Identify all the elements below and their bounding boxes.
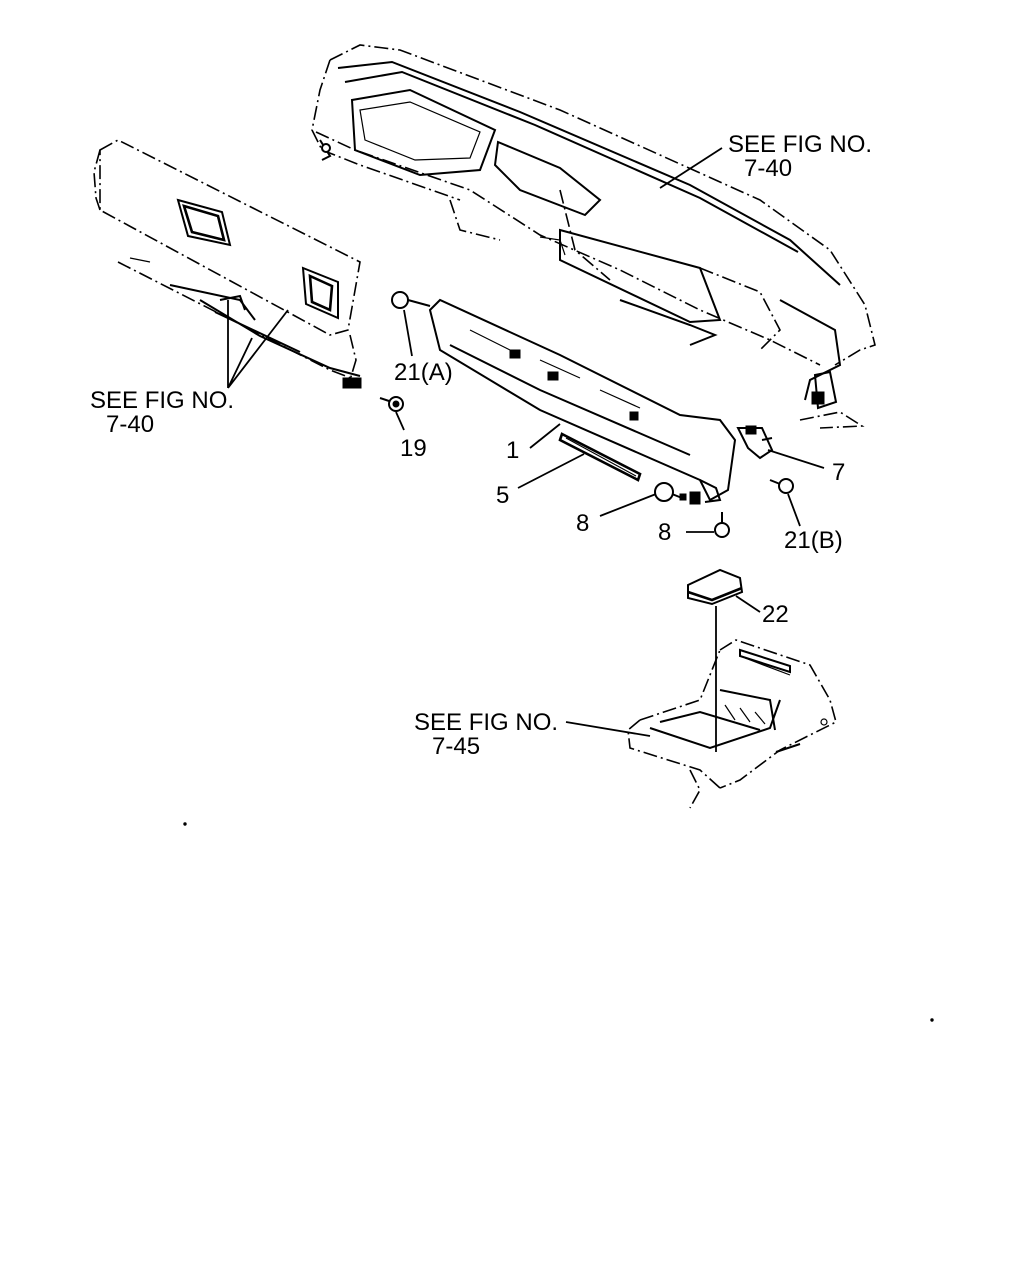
see-fig-bottom-line1: SEE FIG NO. xyxy=(414,709,558,736)
label-8b: 8 xyxy=(658,519,671,546)
speck xyxy=(183,822,187,826)
leader-8a xyxy=(599,493,657,517)
hinge-7 xyxy=(736,425,774,460)
dashboard-panel xyxy=(311,44,876,429)
strip-5 xyxy=(558,432,642,482)
label-1: 1 xyxy=(506,437,519,464)
screw-21b xyxy=(769,478,794,494)
speck xyxy=(930,1018,934,1022)
stopper-8b xyxy=(714,512,730,538)
see-fig-top-line1: SEE FIG NO. xyxy=(728,131,872,158)
label-8a: 8 xyxy=(576,510,589,537)
leader-1 xyxy=(529,423,561,449)
leader-7 xyxy=(767,449,825,469)
leader-see-fig-bottom xyxy=(565,721,651,737)
label-21b: 21(B) xyxy=(784,527,843,554)
screw-21a xyxy=(391,291,431,309)
leader-21a xyxy=(403,309,413,357)
label-21a: 21(A) xyxy=(394,359,453,386)
leader-19 xyxy=(395,411,405,431)
center-console xyxy=(627,639,837,809)
leader-21b xyxy=(787,493,801,527)
label-5: 5 xyxy=(496,482,509,509)
leader-22 xyxy=(735,595,761,613)
see-fig-left-line1: SEE FIG NO. xyxy=(90,387,234,414)
stopper-8a xyxy=(654,482,687,502)
screw-19 xyxy=(379,396,404,412)
label-7: 7 xyxy=(832,459,845,486)
see-fig-top-line2: 7-40 xyxy=(744,155,792,182)
label-22: 22 xyxy=(762,601,789,628)
pocket-22 xyxy=(687,568,744,606)
glove-box-lid xyxy=(93,139,362,389)
see-fig-left-line2: 7-40 xyxy=(106,411,154,438)
label-19: 19 xyxy=(400,435,427,462)
leader-5 xyxy=(517,453,585,489)
bracket-1 xyxy=(428,298,737,505)
leader-see-fig-top xyxy=(659,147,723,189)
see-fig-bottom-line2: 7-45 xyxy=(432,733,480,760)
leader-see-fig-left xyxy=(227,300,289,389)
